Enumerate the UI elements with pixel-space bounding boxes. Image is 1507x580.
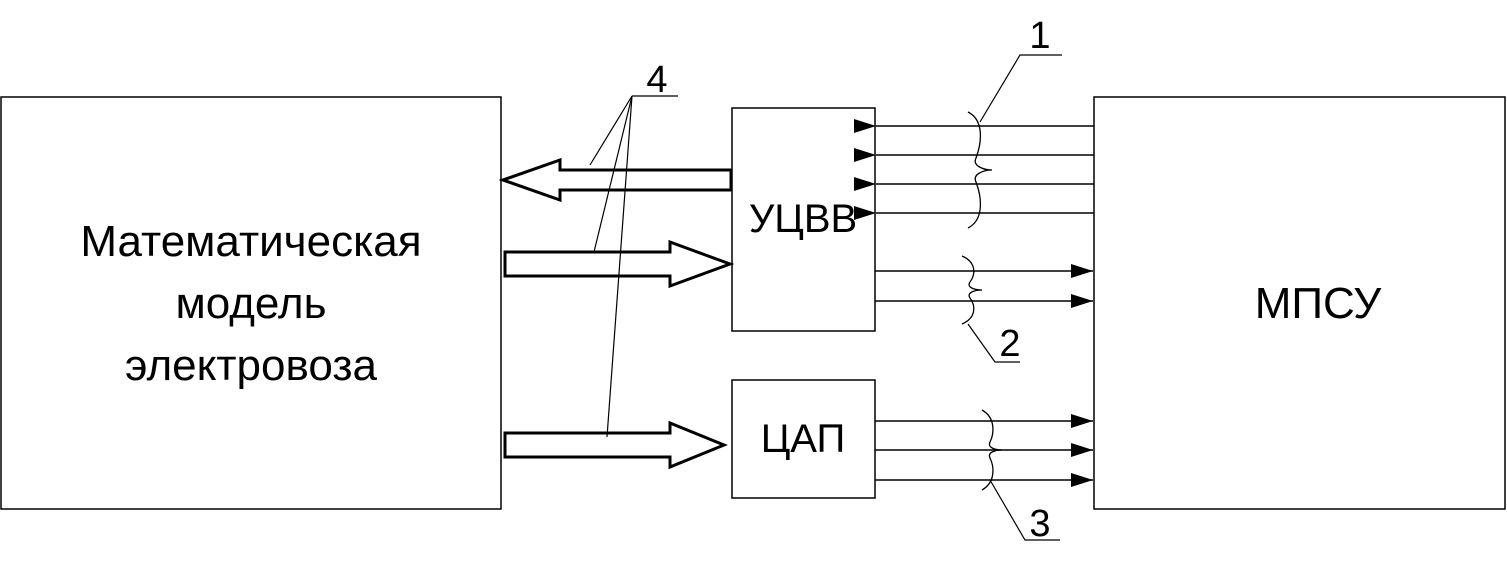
brace-group-3 xyxy=(981,409,1003,491)
signal-lines-group-3 xyxy=(875,414,1093,487)
mpsu-block xyxy=(1093,96,1506,510)
mpsu-label: МПСУ xyxy=(1255,279,1383,328)
signal-lines-group-2 xyxy=(875,264,1093,308)
model-label-line-3: электровоза xyxy=(125,341,377,390)
cap-block xyxy=(731,379,876,499)
brace-group-1 xyxy=(967,111,993,229)
bus-arrow-uczvv-to-model xyxy=(498,157,733,203)
callout-2: 2 xyxy=(999,323,1020,365)
callout-1: 1 xyxy=(1029,15,1050,57)
uczvv-label: УЦВВ xyxy=(749,197,857,241)
callout-leaders xyxy=(589,54,1062,541)
model-label-line-1: Математическая xyxy=(80,217,421,266)
cap-label: ЦАП xyxy=(761,417,846,461)
callout-3: 3 xyxy=(1029,503,1050,545)
model-label-line-2: модель xyxy=(175,279,326,328)
brace-group-2 xyxy=(961,255,983,325)
callout-4: 4 xyxy=(646,59,667,101)
bus-arrow-model-to-cap xyxy=(503,420,728,470)
signal-lines-group-1 xyxy=(854,119,1094,220)
bus-arrow-model-to-uczvv xyxy=(503,239,735,289)
model-block xyxy=(0,96,502,510)
